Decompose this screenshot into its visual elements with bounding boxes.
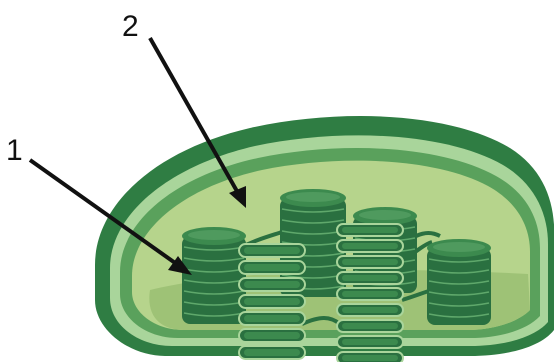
thylakoid-lumen <box>342 355 398 361</box>
granum-top-highlight <box>188 230 240 240</box>
granum <box>182 227 246 324</box>
granum-top-highlight <box>359 210 411 220</box>
thylakoid-lumen <box>244 264 300 271</box>
thylakoid-lumen <box>244 281 300 288</box>
granum <box>427 239 491 325</box>
thylakoid-lumen <box>342 291 398 297</box>
thylakoid-lumen <box>342 243 398 249</box>
thylakoid-lumen <box>342 275 398 281</box>
granum-top-highlight <box>433 242 485 252</box>
thylakoid-lumen <box>244 349 300 356</box>
thylakoid-lumen <box>244 247 300 254</box>
thylakoid-lumen <box>342 227 398 233</box>
granum <box>337 224 403 362</box>
thylakoid-lumen <box>244 298 300 305</box>
thylakoid-lumen <box>244 315 300 322</box>
label-1: 1 <box>6 134 23 167</box>
thylakoid-lumen <box>244 332 300 339</box>
granum-body <box>182 236 246 324</box>
granum <box>239 244 305 359</box>
thylakoid-lumen <box>342 339 398 345</box>
thylakoid-lumen <box>342 323 398 329</box>
thylakoid-lumen <box>342 259 398 265</box>
thylakoid-lumen <box>342 307 398 313</box>
granum-body <box>427 248 491 325</box>
granum-top-highlight <box>286 192 340 202</box>
label-2: 2 <box>122 10 139 43</box>
